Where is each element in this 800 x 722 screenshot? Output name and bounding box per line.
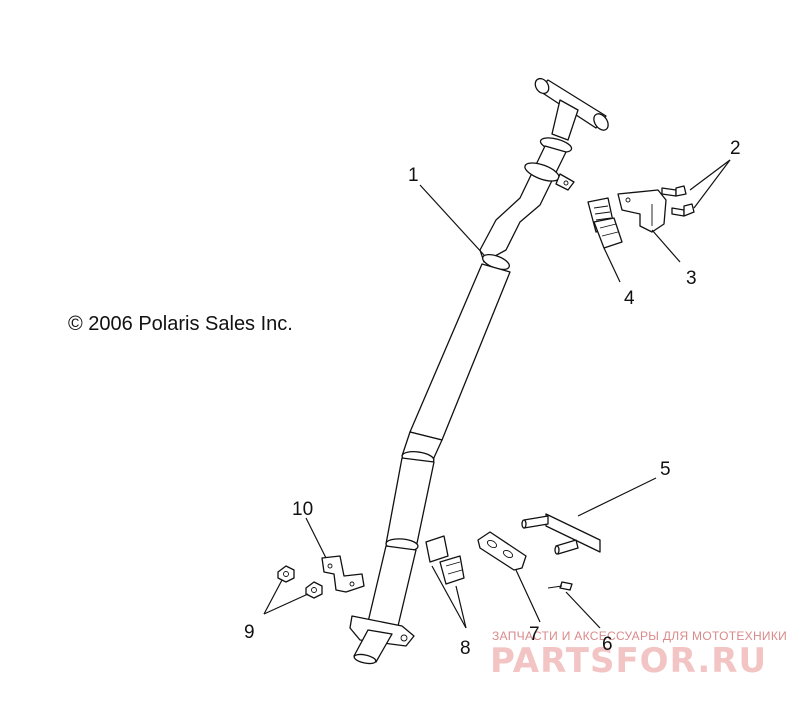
watermark-brand: PARTSFOR.RU: [490, 641, 767, 681]
main-tube: [349, 77, 609, 665]
watermark: ЗАПЧАСТИ И АКСЕССУАРЫ ДЛЯ МОТОТЕХНИКИ PA…: [490, 629, 787, 681]
callout-4: 4: [624, 288, 635, 309]
bolts-part-2: [661, 185, 695, 217]
callout-10: 10: [292, 499, 313, 520]
clamps-part-8: [425, 535, 465, 585]
shaft-part-5: [521, 513, 601, 555]
callout-5: 5: [660, 459, 671, 480]
clamps-part-4: [587, 197, 623, 249]
callout-8: 8: [460, 638, 471, 659]
callout-9: 9: [244, 622, 255, 643]
nuts-part-9: [277, 565, 323, 599]
callout-2: 2: [730, 138, 741, 159]
leader-lines: [263, 159, 731, 629]
callout-6: 6: [602, 634, 613, 655]
bracket-part-3: [617, 189, 667, 233]
screw-part-6: [547, 581, 573, 591]
bracket-part-10: [321, 555, 365, 593]
callout-7: 7: [529, 624, 540, 645]
copyright-text: © 2006 Polaris Sales Inc.: [68, 313, 293, 335]
callout-1: 1: [408, 165, 419, 186]
block-part-7: [477, 531, 527, 571]
callout-3: 3: [686, 268, 697, 289]
callouts: 1 2 3 4 5 6 7 8 9 10: [244, 138, 741, 659]
watermark-tagline: ЗАПЧАСТИ И АКСЕССУАРЫ ДЛЯ МОТОТЕХНИКИ: [492, 629, 787, 643]
